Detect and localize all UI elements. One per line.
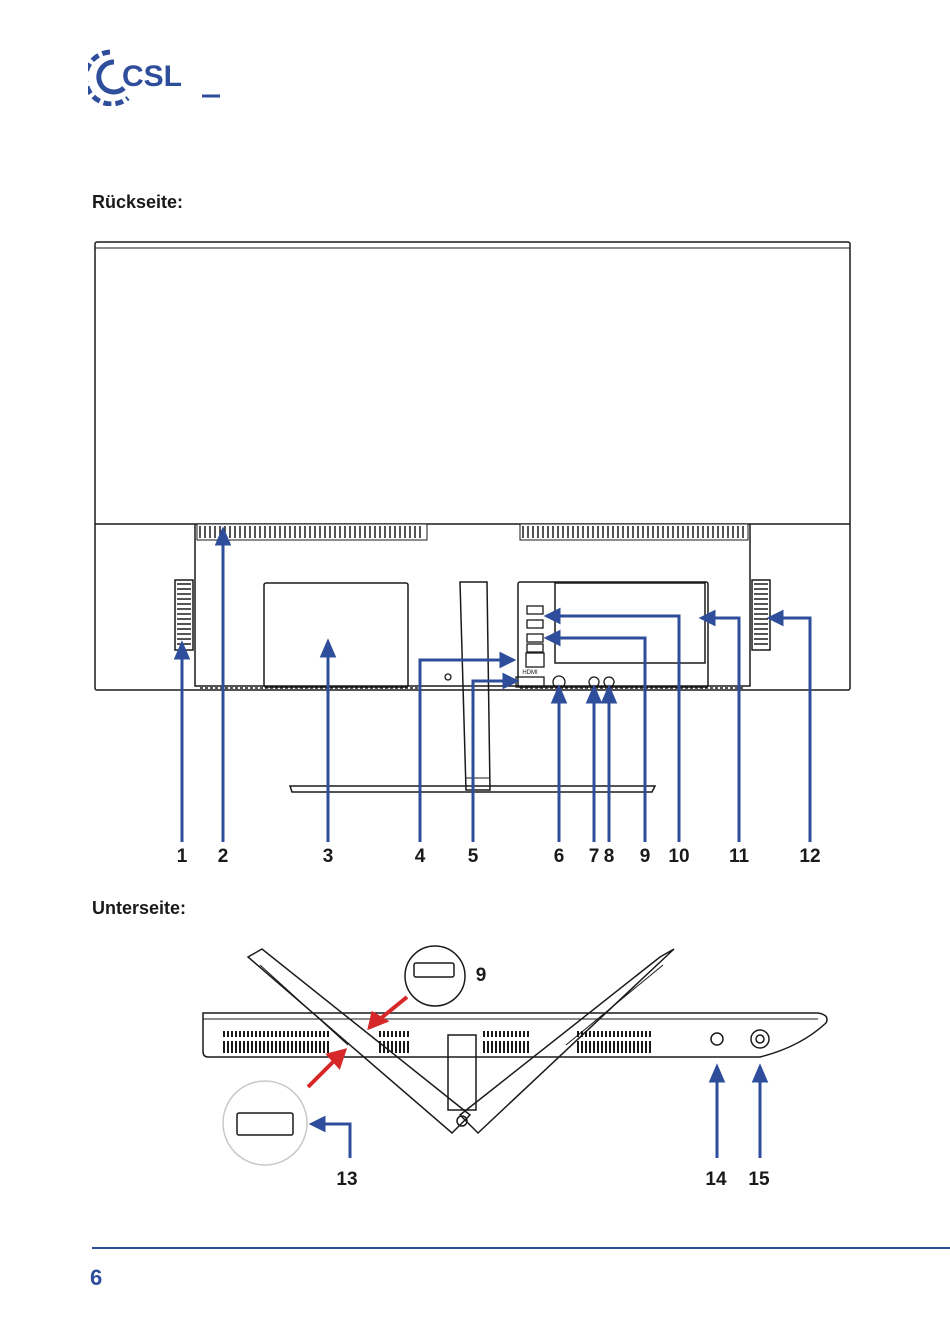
callout-line-11 — [710, 618, 739, 842]
footer-divider — [92, 1247, 950, 1249]
callout-6: 6 — [554, 846, 565, 867]
callout-9-bottom: 9 — [476, 965, 487, 986]
arrowhead-5 — [504, 675, 516, 687]
bottom-vents — [224, 1031, 650, 1053]
usb-port-3 — [527, 634, 543, 642]
top-vent-right — [520, 524, 748, 540]
usb-port-4 — [527, 644, 543, 652]
callout-7: 7 — [589, 846, 600, 867]
callout-8: 8 — [604, 846, 615, 867]
monitor-body — [95, 242, 850, 690]
stand-neck-bottom — [448, 1035, 476, 1110]
usb-side-zoom — [223, 1081, 307, 1165]
callout-12: 12 — [799, 846, 820, 867]
callout-line-12 — [778, 618, 810, 842]
callout-1: 1 — [177, 846, 188, 867]
callout-9: 9 — [640, 846, 651, 867]
arrowhead-9 — [547, 632, 559, 644]
callout-15: 15 — [748, 1169, 770, 1190]
csl-logo: CSL — [88, 40, 223, 106]
usb-port-1 — [527, 606, 543, 614]
blue-arrows — [312, 1067, 766, 1158]
callout-2: 2 — [218, 846, 229, 867]
section-title-rear: Rückseite: — [92, 192, 183, 213]
usb-side-zoom-port — [237, 1113, 293, 1135]
kensington-lock — [445, 674, 451, 680]
callout-13: 13 — [336, 1169, 357, 1190]
callout-4: 4 — [415, 846, 426, 867]
hdmi-label: HDMI — [522, 670, 538, 676]
callout-line-9 — [555, 638, 645, 842]
io-cover — [555, 583, 705, 663]
callout-5: 5 — [468, 846, 479, 867]
callout-11: 11 — [729, 846, 750, 867]
bottom-view-diagram: 9 13 14 15 — [0, 935, 950, 1205]
callout-3: 3 — [323, 846, 334, 867]
rear-housing — [195, 524, 750, 686]
top-vent-left — [197, 524, 427, 540]
arrowhead-1 — [176, 644, 188, 658]
bottom-port-14 — [711, 1033, 723, 1045]
arrowhead-12 — [770, 612, 782, 624]
arrowhead-4 — [501, 654, 513, 666]
page-number: 6 — [90, 1265, 102, 1291]
bottom-port-15 — [751, 1030, 769, 1048]
arrowhead-10 — [547, 610, 559, 622]
arrowhead-11 — [702, 612, 714, 624]
rear-cover-plate — [264, 583, 408, 687]
lan-port — [526, 653, 544, 667]
callout-line-10 — [555, 616, 679, 842]
section-title-bottom: Unterseite: — [92, 898, 186, 919]
arrowhead-3 — [322, 642, 334, 656]
usb-top-zoom-port — [414, 963, 454, 977]
callout-line-5 — [473, 681, 508, 842]
usb-port-2 — [527, 620, 543, 628]
callout-10: 10 — [668, 846, 689, 867]
logo-text: CSL — [122, 60, 182, 93]
callout-14: 14 — [705, 1169, 727, 1190]
